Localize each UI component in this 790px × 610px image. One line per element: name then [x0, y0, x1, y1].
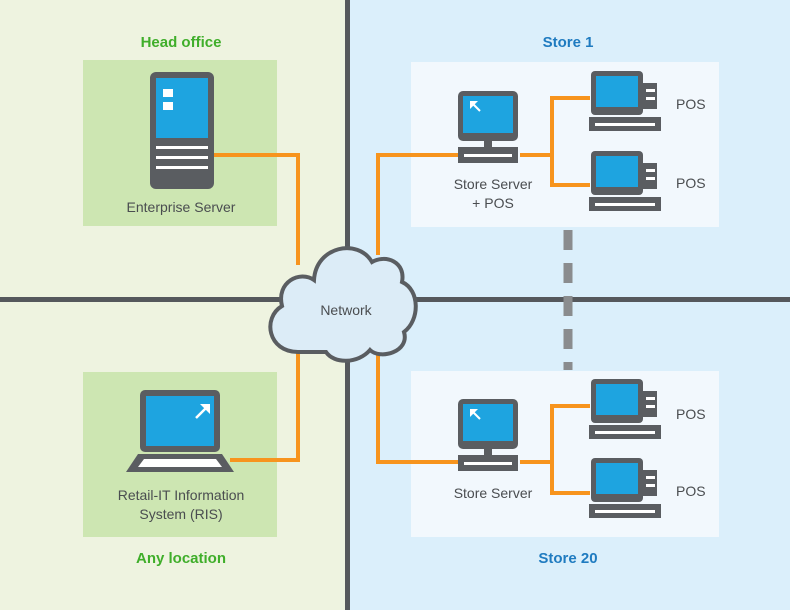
region-any-location: Any location: [136, 550, 226, 567]
cloud-icon: [268, 246, 418, 363]
label-ris-line1: Retail-IT Information: [118, 487, 245, 503]
store20-server-icon: [458, 399, 518, 471]
server-icon: [150, 72, 214, 189]
laptop-icon: [126, 390, 234, 472]
link-store20: [376, 345, 458, 464]
link-store20-pos1: [520, 404, 590, 464]
store20-panel: [411, 371, 719, 537]
label-pos: POS: [676, 406, 706, 422]
link-store1-pos1: [520, 96, 590, 157]
label-pos: POS: [676, 483, 706, 499]
region-head-office: Head office: [141, 34, 222, 51]
network-links: [212, 96, 590, 495]
region-store20: Store 20: [538, 550, 597, 567]
link-store1-pos2: [550, 155, 590, 187]
region-store1: Store 1: [543, 34, 594, 51]
label-ris-line2: System (RIS): [139, 506, 222, 522]
label-store-server: Store Server: [454, 485, 533, 501]
store1-server-icon: [458, 91, 518, 163]
label-store-server-pos-line2: + POS: [472, 195, 514, 211]
label-pos: POS: [676, 96, 706, 112]
label-store-server-pos-line1: Store Server: [454, 176, 533, 192]
link-store20-pos2: [550, 462, 590, 495]
link-enterprise-server: [212, 153, 300, 265]
label-enterprise-server: Enterprise Server: [127, 199, 236, 215]
link-store1: [376, 153, 458, 255]
store1-panel: [411, 62, 719, 227]
label-network: Network: [320, 302, 372, 318]
link-ris: [230, 330, 300, 462]
label-pos: POS: [676, 175, 706, 191]
